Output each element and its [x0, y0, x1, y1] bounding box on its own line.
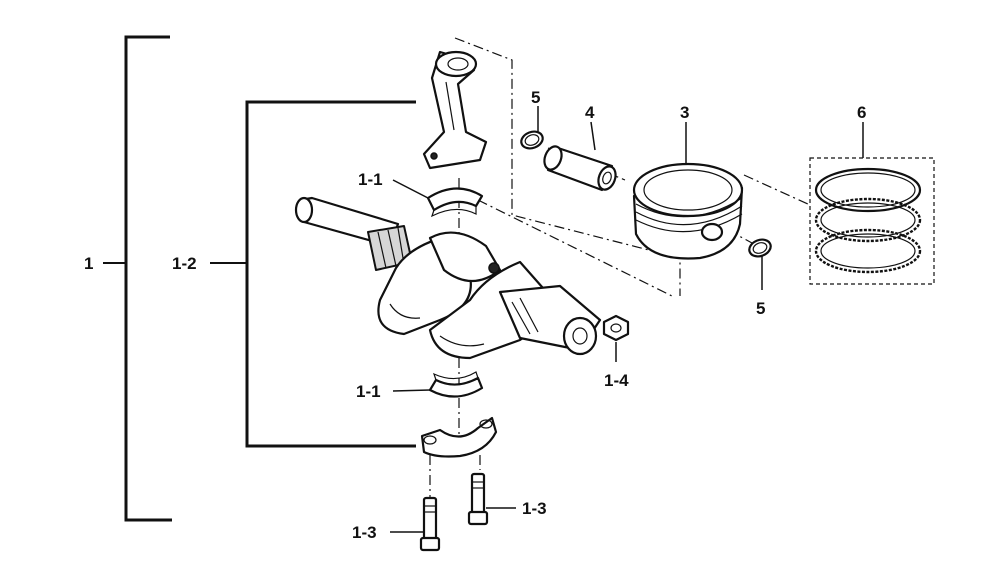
rod-bolt-right	[467, 472, 489, 526]
piston-ring-set	[809, 157, 935, 285]
bracket-assembly-1-2	[210, 100, 416, 448]
bearing-shell-lower	[428, 371, 484, 398]
label-bearing-upper: 1-1	[358, 170, 383, 189]
label-nut: 1-4	[604, 371, 629, 390]
connecting-rod	[422, 50, 488, 170]
label-piston: 3	[680, 103, 689, 122]
rod-bolt-left	[419, 496, 441, 552]
label-bolt-right: 1-3	[522, 499, 547, 518]
label-crank-assembly: 1-2	[172, 254, 197, 273]
rod-cap	[420, 416, 498, 458]
crankshaft	[294, 196, 602, 360]
leader-lines	[390, 106, 864, 533]
piston-pin	[543, 145, 617, 192]
piston	[632, 162, 744, 260]
label-bolt-left: 1-3	[352, 523, 377, 542]
crank-nut	[602, 314, 630, 362]
label-piston-rings: 6	[857, 103, 866, 122]
label-piston-pin: 4	[585, 103, 595, 122]
piston-pin-clip-bottom	[748, 238, 772, 258]
bracket-assembly-1	[103, 35, 172, 522]
label-bearing-lower: 1-1	[356, 382, 381, 401]
bearing-shell-upper	[426, 187, 484, 218]
label-assembly: 1	[84, 254, 93, 273]
label-clip-top: 5	[531, 88, 540, 107]
label-clip-bottom: 5	[756, 299, 765, 318]
piston-pin-clip-top	[520, 130, 544, 150]
